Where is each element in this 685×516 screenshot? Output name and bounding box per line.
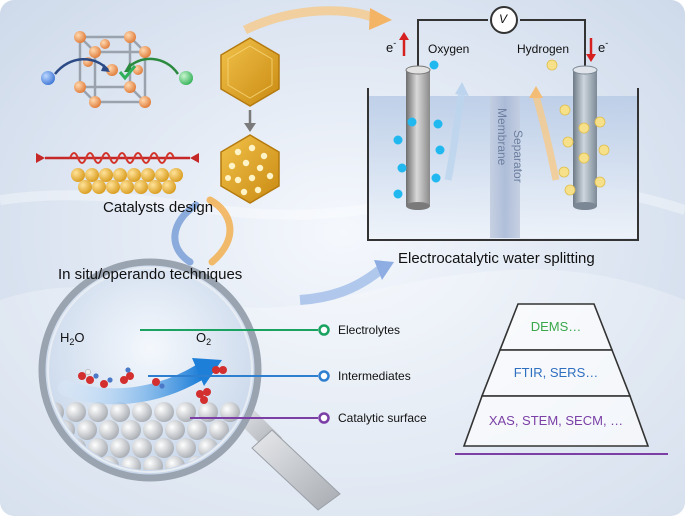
separator-label: Separator bbox=[511, 130, 525, 183]
electron-left: e- bbox=[386, 38, 397, 55]
electron-right: e- bbox=[598, 38, 609, 55]
pyramid-tier-2: FTIR, SERS… bbox=[513, 365, 599, 380]
water-splitting-label: Electrocatalytic water splitting bbox=[398, 250, 595, 267]
intermediates-label: Intermediates bbox=[338, 369, 411, 383]
oxygen-label: Oxygen bbox=[428, 42, 470, 56]
pyramid-tier-3: XAS, STEM, SECM, … bbox=[488, 413, 624, 428]
membrane-label: Membrane bbox=[495, 108, 509, 166]
pyramid-tier-1: DEMS… bbox=[530, 319, 582, 334]
magnifier bbox=[38, 258, 341, 511]
technique-pyramid bbox=[455, 303, 668, 455]
hydrogen-label: Hydrogen bbox=[517, 42, 570, 56]
catalysts-design-label: Catalysts design bbox=[103, 199, 214, 216]
crystal-cube bbox=[41, 31, 193, 108]
water-formula: H2O bbox=[60, 330, 85, 347]
chain-film bbox=[36, 152, 199, 194]
hexagon-solid bbox=[220, 37, 280, 107]
in-situ-techniques-label: In situ/operando techniques bbox=[58, 266, 243, 283]
catalytic-surface-label: Catalytic surface bbox=[338, 411, 427, 425]
hexagon-porous bbox=[220, 134, 280, 204]
voltmeter-symbol: V bbox=[499, 12, 508, 26]
electrolytes-label: Electrolytes bbox=[338, 323, 401, 337]
electrolyzer bbox=[367, 6, 639, 241]
oxygen-formula: O2 bbox=[196, 330, 212, 347]
